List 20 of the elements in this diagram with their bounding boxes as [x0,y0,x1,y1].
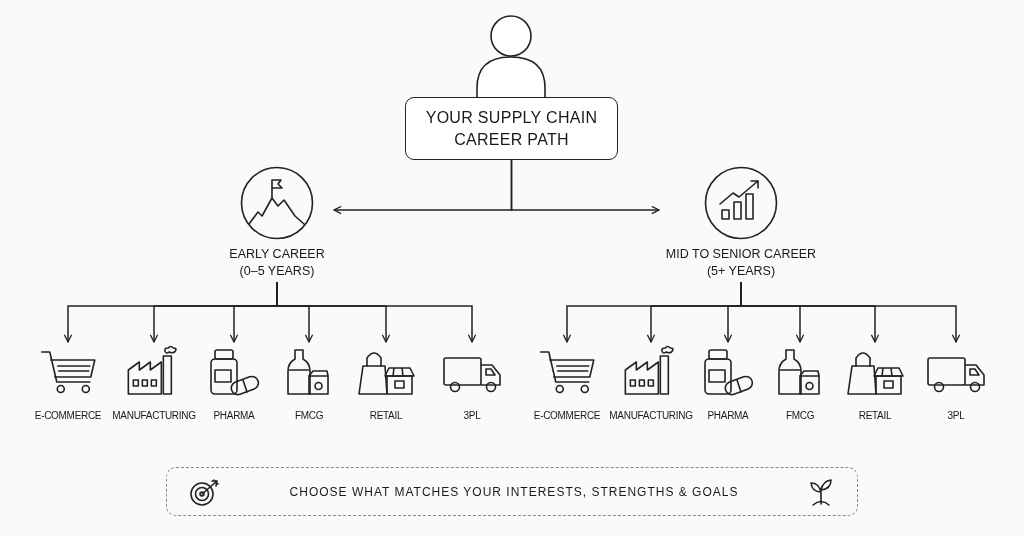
career-stage-label: EARLY CAREER (0–5 YEARS) [228,246,326,280]
industry-label: E-COMMERCE [34,410,102,421]
industry-label: PHARMA [707,410,749,421]
industry-label: RETAIL [369,410,403,421]
industry-label: 3PL [463,410,481,421]
industry-label: E-COMMERCE [533,410,601,421]
industry-label: RETAIL [858,410,892,421]
industry-label: 3PL [947,410,965,421]
tip-banner [166,467,858,516]
arrow [510,159,660,215]
arrow [740,281,961,343]
industry-label: MANUFACTURING [112,410,196,421]
industry-label: FMCG [785,410,815,421]
career-stage-label: MID TO SENIOR CAREER (5+ YEARS) [664,246,818,280]
arrow [276,281,477,343]
industry-label: MANUFACTURING [609,410,693,421]
heading-text: YOUR SUPPLY CHAIN CAREER PATH [424,107,599,150]
industry-label: PHARMA [213,410,255,421]
tip-text: CHOOSE WHAT MATCHES YOUR INTERESTS, STRENGTHS & GOALS [289,484,739,499]
industry-label: FMCG [294,410,324,421]
